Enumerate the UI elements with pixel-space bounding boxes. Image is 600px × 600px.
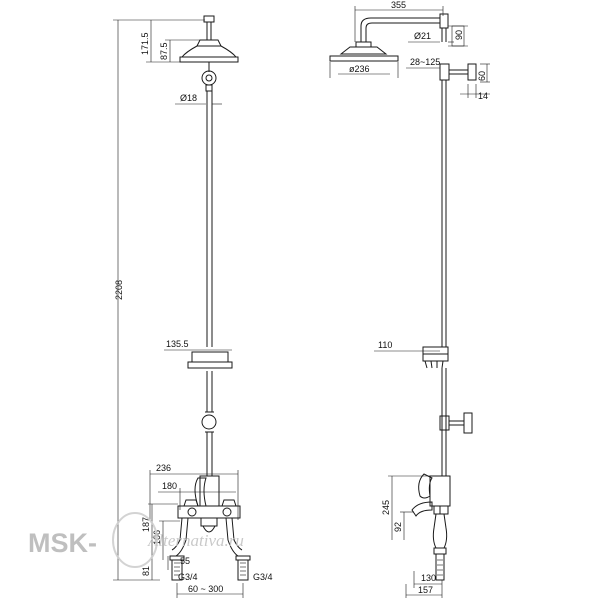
- shower-head-left: [179, 15, 239, 72]
- dim-81-label: 81: [141, 566, 151, 576]
- inlet-leg-left: [169, 517, 189, 581]
- dim-81: 81: [141, 560, 153, 580]
- watermark-site: Alternativa.ru: [147, 531, 244, 550]
- wall-bracket-left: [201, 411, 217, 433]
- dim-2208-label: 2208: [114, 280, 124, 300]
- dim-2208: 2208: [113, 19, 205, 581]
- dim-14: 14: [460, 84, 490, 101]
- inlet-leg-right: [225, 517, 251, 581]
- dim-236-label: 236: [156, 463, 171, 473]
- dim-245-label: 245: [381, 500, 391, 515]
- wall-bracket-right: [439, 412, 473, 434]
- mixer-body-right: [411, 473, 451, 581]
- riser-pipe-right: [441, 80, 447, 476]
- dim-187-label: 187: [141, 517, 151, 532]
- dim-60-300-label: 60 ~ 300: [188, 584, 223, 594]
- dim-g34-right-label: G3/4: [253, 572, 273, 582]
- dim-90: 90: [448, 25, 468, 47]
- dim-355-label: 355: [391, 0, 406, 10]
- dim-157: 157: [405, 580, 443, 598]
- dim-171-5-label: 171.5: [140, 32, 150, 55]
- watermark: MSK- Alternativa.ru: [28, 512, 244, 568]
- swivel-joint-left: [201, 70, 217, 92]
- dim-g34-left-label: G3/4: [178, 572, 198, 582]
- dim-130-label: 130: [421, 573, 436, 583]
- dim-55: 55: [167, 556, 190, 570]
- soap-dish-left: 135.5: [164, 339, 233, 369]
- dim-60-right: 60: [477, 63, 490, 83]
- dim-60-label: 60: [477, 71, 487, 81]
- dim-90-label: 90: [454, 30, 464, 40]
- dim-28-125-label: 28~125: [410, 57, 440, 67]
- dim-245: 245: [381, 475, 430, 540]
- dim-92: 92: [393, 511, 414, 540]
- dim-28-125: 28~125: [406, 57, 477, 81]
- left-view: 2208 171.5 87.5: [113, 15, 273, 598]
- riser-pipe-left: [206, 91, 213, 476]
- dim-55-label: 55: [180, 556, 190, 566]
- watermark-brand: MSK-: [28, 528, 97, 558]
- dim-60-300: 60 ~ 300: [176, 583, 244, 598]
- dim-d21-label: Ø21: [414, 31, 431, 41]
- shower-arm-right: [360, 13, 449, 42]
- dim-92-label: 92: [393, 522, 403, 532]
- dim-d236-label: ø236: [349, 64, 370, 74]
- dim-180-label: 180: [162, 481, 177, 491]
- dim-d21: Ø21: [408, 31, 454, 43]
- shower-head-right: ø236: [329, 41, 399, 78]
- dim-110-label: 110: [378, 340, 392, 350]
- dim-187: 187: [141, 503, 178, 560]
- mixer-body-left: [177, 475, 241, 533]
- right-view: 355 Ø21 90 ø: [329, 0, 490, 598]
- dim-236: 236: [149, 463, 239, 520]
- dim-157-label: 157: [418, 585, 433, 595]
- dim-171-5: 171.5: [140, 20, 185, 63]
- dim-14-label: 14: [478, 91, 488, 101]
- dim-135-5-label: 135.5: [166, 339, 189, 349]
- dim-d18: Ø18: [175, 93, 222, 105]
- dim-87-5-label: 87.5: [159, 42, 169, 60]
- dim-130: 130: [413, 571, 442, 588]
- soap-dish-right: 110: [374, 340, 449, 369]
- dim-87-5: 87.5: [159, 39, 200, 62]
- dim-d18-label: Ø18: [180, 93, 197, 103]
